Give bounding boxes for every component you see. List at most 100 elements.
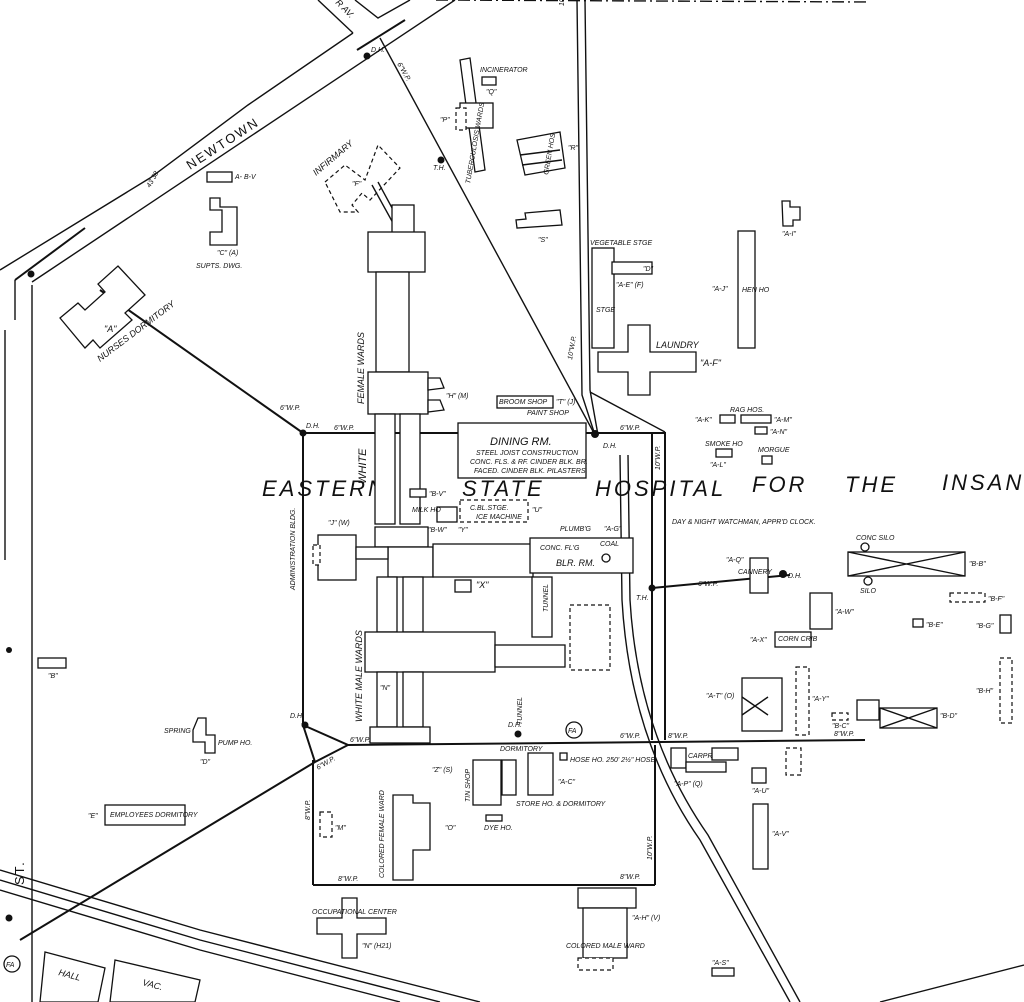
cannery-label: CANNERY bbox=[738, 569, 773, 576]
rag-house-label: RAG HOS. bbox=[730, 407, 764, 414]
building-code: "A" bbox=[104, 324, 117, 334]
pipe-label: 6"W.P. bbox=[334, 425, 354, 432]
pipe-label: 6"W.P. bbox=[350, 737, 370, 744]
hydrant-dot bbox=[6, 647, 12, 653]
map-title-for: FOR bbox=[752, 472, 807, 497]
occupational-center: OCCUPATIONAL CENTER "N" (H21) bbox=[312, 897, 397, 959]
building-code: "Z" (S) bbox=[432, 767, 453, 774]
supts-dwg-label: SUPTS. DWG. bbox=[196, 263, 242, 270]
building-code: "B-H" bbox=[976, 688, 994, 695]
hose-house-label: HOSE HO. 250' 2½" HOSE bbox=[570, 756, 655, 764]
employees-dormitory-label: EMPLOYEES DORMITORY bbox=[110, 812, 199, 819]
fire-alarm-markers: FA FA bbox=[3, 721, 583, 973]
building-code: "A-Q" bbox=[726, 557, 744, 564]
building-code: "A-J" bbox=[712, 286, 728, 293]
paint-shop-label: PAINT SHOP bbox=[527, 410, 569, 417]
west-outbuildings: "B" SPRING PUMP HO. "D" EMPLOYEES DORMIT… bbox=[37, 657, 252, 826]
hydrant-dot bbox=[5, 914, 13, 922]
vegetable-storage-label: VEGETABLE STGE bbox=[590, 240, 652, 247]
pipe-label: 10"W.P. bbox=[655, 446, 662, 470]
storage-label: STGE bbox=[596, 307, 615, 314]
as-building bbox=[711, 967, 735, 977]
hydrant-dot bbox=[301, 721, 309, 729]
supts-dwelling: A- B-V "C" (A) SUPTS. DWG. bbox=[196, 171, 257, 270]
pipe-label: 8"W.P. bbox=[305, 800, 312, 820]
east-farm-buildings: "A-Q" CANNERY CONC SILO SILO "B-B" "A-W"… bbox=[670, 535, 1013, 870]
building-code: "B-W" bbox=[428, 527, 447, 534]
administration-label: ADMINISTRATION BLDG. bbox=[290, 508, 297, 591]
colored-female-ward-label: COLORED FEMALE WARD bbox=[379, 790, 386, 878]
building-code: "H" (M) bbox=[446, 393, 468, 400]
cold-storage-label: C.BL.STGE. bbox=[470, 505, 509, 512]
building-code: "A-F" bbox=[700, 358, 722, 368]
tin-shop-label: TIN SHOP bbox=[465, 769, 472, 802]
hydrant-dot bbox=[299, 429, 307, 437]
boiler-room-label: BLR. RM. bbox=[556, 558, 595, 568]
laundry-complex: VEGETABLE STGE "D" "A-E" (F) STGE LAUNDR… bbox=[590, 240, 722, 396]
building-code: "B-V" bbox=[429, 491, 446, 498]
green-houses: GREEN HOS "R" "S" bbox=[515, 131, 579, 244]
map-title-the: THE bbox=[845, 472, 898, 497]
building-code: "J" (W) bbox=[328, 520, 350, 527]
dormitory-label: DORMITORY bbox=[500, 746, 544, 753]
male-wards-label: WHITE MALE WARDS bbox=[354, 630, 364, 722]
east-outbuildings-upper: HEN HO "A-J" "A-I" RAG HOS. "A-K" "A-M" … bbox=[695, 200, 801, 469]
building-code: "R" bbox=[568, 145, 579, 152]
pipe-label: D.H. bbox=[508, 722, 522, 729]
building-code: "A-M" bbox=[774, 417, 792, 424]
left-street bbox=[4, 280, 33, 1002]
spring-label: SPRING bbox=[164, 728, 191, 735]
building-code: "N" bbox=[380, 685, 391, 692]
building-code: "E" bbox=[88, 813, 98, 820]
building-code: "X" bbox=[476, 580, 489, 590]
hen-house-label: HEN HO bbox=[742, 287, 770, 294]
laundry-label: LAUNDRY bbox=[656, 340, 700, 350]
building-code: "B" bbox=[48, 673, 58, 680]
hydrant-dot bbox=[591, 430, 599, 438]
colored-male-ward-label: COLORED MALE WARD bbox=[566, 943, 645, 950]
building-code: "A-N" bbox=[770, 429, 788, 436]
hydrant-dot bbox=[363, 52, 371, 60]
building-code: "Y" bbox=[458, 527, 468, 534]
coal-label: COAL bbox=[600, 541, 619, 548]
building-code: "M" bbox=[335, 825, 346, 832]
map-title-hospital: HOSPITAL bbox=[595, 476, 726, 501]
building-code: "A-X" bbox=[750, 637, 767, 644]
south-complex: "M" COLORED FEMALE WARD "O" TIN SHOP "Z"… bbox=[319, 697, 655, 881]
white-label: WHITE bbox=[357, 448, 369, 484]
building-code: "O" bbox=[445, 825, 456, 832]
building-code: "A-U" bbox=[752, 788, 770, 795]
building-code: "F" bbox=[352, 181, 362, 188]
hydrant-dot bbox=[437, 156, 445, 164]
milk-house-label: MILK HO bbox=[412, 507, 441, 514]
floor-note: CONC. FL'G bbox=[540, 545, 580, 552]
building-code: "N" (H21) bbox=[362, 943, 391, 950]
incinerator-label: INCINERATOR bbox=[480, 67, 528, 74]
building-code: "B-G" bbox=[976, 623, 994, 630]
pipe-label: 8"W.P. bbox=[668, 733, 688, 740]
broom-paint-shop: BROOM SHOP PAINT SHOP "T" (J) bbox=[496, 395, 575, 417]
building-code: "A-C" bbox=[558, 779, 576, 786]
silo-label: SILO bbox=[860, 588, 877, 595]
railway bbox=[0, 454, 1024, 1002]
pipe-label: 8"W.P. bbox=[620, 874, 640, 881]
pipe-label: D.H. bbox=[306, 423, 320, 430]
morgue-label: MORGUE bbox=[758, 447, 790, 454]
bv-building bbox=[409, 488, 427, 498]
fire-alarm-label: FA bbox=[568, 728, 577, 735]
dining-note: CONC. FLS. & RF. CINDER BLK. BR. bbox=[470, 459, 588, 466]
dining-room: DINING RM. STEEL JOIST CONSTRUCTION CONC… bbox=[457, 422, 588, 479]
corn-crib-label: CORN CRIB bbox=[778, 636, 818, 643]
fire-alarm-label: FA bbox=[6, 962, 15, 969]
tunnel-label: TUNNEL bbox=[543, 584, 550, 612]
store-house-label: STORE HO. & DORMITORY bbox=[516, 801, 607, 808]
female-wards: FEMALE WARDS WHITE "H" (M) bbox=[356, 204, 468, 525]
pipe-label: 10"W.P. bbox=[567, 335, 578, 360]
smoke-house-label: SMOKE HO bbox=[705, 441, 743, 448]
building-code: "A-H" (V) bbox=[632, 915, 660, 922]
pipe-label: 8"W.P. bbox=[338, 876, 358, 883]
colored-male-ward: COLORED MALE WARD "A-H" (V) bbox=[566, 887, 660, 971]
broom-shop-label: BROOM SHOP bbox=[499, 399, 548, 406]
building-code: "A-P" (Q) bbox=[674, 781, 703, 788]
